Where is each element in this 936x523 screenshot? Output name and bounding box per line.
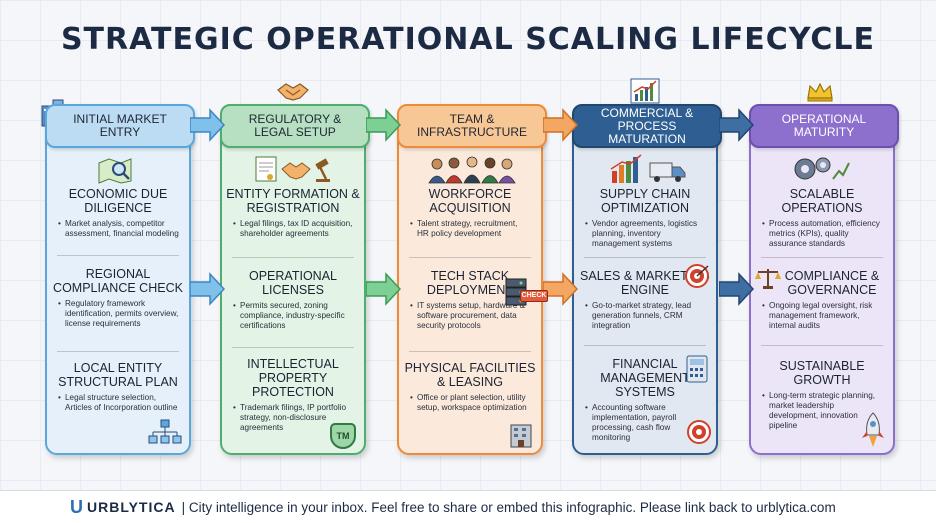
divider <box>409 351 531 352</box>
footer-tagline: | City intelligence in your inbox. Feel … <box>181 499 836 515</box>
calculator-icon <box>686 355 708 383</box>
divider <box>232 347 354 348</box>
handshake-icon <box>277 83 309 101</box>
phase-header-3: Team & Infrastructure <box>397 104 547 148</box>
section-workforce-acquisition: Workforce Acquisition Talent strategy, r… <box>399 187 541 239</box>
section-sustainable-growth: Sustainable Growth Long-term strategic p… <box>751 359 893 431</box>
section-title: Operational Licenses <box>249 269 337 297</box>
section-title: Tech Stack Deployment <box>426 269 514 297</box>
section-tech-stack-deployment: Tech Stack Deployment IT systems setup, … <box>399 269 541 331</box>
section-title: Workforce Acquisition <box>428 187 512 215</box>
phase-header-5: Operational Maturity <box>749 104 899 148</box>
section-description: Talent strategy, recruitment, HR policy … <box>410 219 531 239</box>
section-title: Regional Compliance Check <box>53 267 183 295</box>
rocket-icon <box>862 412 884 447</box>
section-entity-formation: Entity Formation & Registration Legal fi… <box>222 187 364 239</box>
section-economic-due-diligence: Economic Due Diligence Market analysis, … <box>47 187 189 239</box>
flow-arrow <box>543 272 579 306</box>
divider <box>232 257 354 258</box>
divider <box>57 351 179 352</box>
section-description: Go-to-market strategy, lead generation f… <box>585 301 706 331</box>
supply-truck-chart-icon <box>610 154 686 183</box>
section-physical-facilities: Physical Facilities & Leasing Office or … <box>399 361 541 413</box>
trademark-label: TM <box>336 431 350 441</box>
section-compliance-governance: Compliance & Governance Ongoing legal ov… <box>751 269 893 331</box>
team-people-icon <box>428 156 516 184</box>
flow-arrow <box>543 108 579 142</box>
trademark-shield-icon: TM <box>330 423 356 449</box>
divider <box>584 257 706 258</box>
section-title: Compliance & Governance <box>784 269 880 297</box>
section-description: Long-term strategic planning, market lea… <box>762 391 883 431</box>
section-description: Office or plant selection, utility setup… <box>410 393 531 413</box>
office-building-icon <box>510 424 532 448</box>
section-description: Ongoing legal oversight, risk management… <box>762 301 883 331</box>
section-supply-chain: Supply Chain Optimization Vendor agreeme… <box>574 187 716 249</box>
section-scalable-operations: Scalable Operations Process automation, … <box>751 187 893 249</box>
section-regional-compliance-check: Regional Compliance Check Regulatory fra… <box>47 267 189 329</box>
check-tag: CHECK <box>520 290 548 302</box>
certificate-gavel-icon <box>255 156 330 182</box>
org-chart-icon <box>148 419 182 444</box>
target-icon <box>687 420 711 444</box>
phase-column-4: Commercial & Process Maturation Supply C… <box>572 104 722 455</box>
footer: U URBLYTICA | City intelligence in your … <box>0 490 936 523</box>
section-title: Supply Chain Optimization <box>599 187 691 215</box>
phase-header-1: Initial Market Entry <box>45 104 195 148</box>
flow-arrow <box>366 272 402 306</box>
urblytica-logo-icon: U <box>70 496 83 517</box>
section-title: Sales & Marketing Engine <box>580 269 710 297</box>
flow-arrow <box>190 272 226 306</box>
scales-icon <box>755 269 781 289</box>
section-financial-management: Financial Management Systems Accounting … <box>574 357 716 443</box>
section-title: Sustainable Growth <box>779 359 865 387</box>
section-description: Legal filings, tax ID acquisition, share… <box>233 219 354 239</box>
crown-icon <box>807 82 833 102</box>
gears-icon <box>794 157 850 180</box>
divider <box>761 345 883 346</box>
section-description: Process automation, efficiency metrics (… <box>762 219 883 249</box>
section-description: Legal structure selection, Articles of I… <box>58 393 179 413</box>
divider <box>57 255 179 256</box>
flow-arrow <box>190 108 226 142</box>
section-description: Accounting software implementation, payr… <box>585 403 706 443</box>
section-description: Vendor agreements, logistics planning, i… <box>585 219 706 249</box>
flow-arrow <box>719 272 755 306</box>
phase-column-5: Operational Maturity Scalable Operations… <box>749 104 899 455</box>
flow-arrow <box>366 108 402 142</box>
section-description: Trademark filings, IP portfolio strategy… <box>233 403 354 433</box>
section-description: IT systems setup, hardware & software pr… <box>410 301 531 331</box>
divider <box>584 345 706 346</box>
section-title: Intellectual Property Protection <box>247 357 339 399</box>
flow-arrow <box>719 108 755 142</box>
section-description: Market analysis, competitor assessment, … <box>58 219 179 239</box>
target-icon <box>685 264 709 288</box>
phase-column-1: Initial Market Entry Economic Due Dilige… <box>45 104 195 455</box>
phase-header-4: Commercial & Process Maturation <box>572 104 722 148</box>
map-magnifier-icon <box>98 158 132 184</box>
phase-column-2: Regulatory & Legal Setup Entity Formatio… <box>220 104 370 455</box>
section-title: Physical Facilities & Leasing <box>404 361 536 389</box>
section-title: Local Entity Structural Plan <box>58 361 178 389</box>
section-title: Economic Due Diligence <box>68 187 168 215</box>
page-title: STRATEGIC OPERATIONAL SCALING LIFECYCLE <box>60 22 876 57</box>
section-operational-licenses: Operational Licenses Permits secured, zo… <box>222 269 364 331</box>
section-description: Permits secured, zoning compliance, indu… <box>233 301 354 331</box>
check-tag-label: CHECK <box>521 292 547 299</box>
section-title: Scalable Operations <box>781 187 863 215</box>
growth-chart-icon <box>630 78 660 104</box>
section-ip-protection: Intellectual Property Protection Tradema… <box>222 357 364 433</box>
section-local-entity-structural-plan: Local Entity Structural Plan Legal struc… <box>47 361 189 413</box>
divider <box>409 257 531 258</box>
section-description: Regulatory framework identification, per… <box>58 299 179 329</box>
section-title: Financial Management Systems <box>600 357 690 399</box>
section-sales-marketing: Sales & Marketing Engine Go-to-market st… <box>574 269 716 331</box>
divider <box>761 257 883 258</box>
footer-brand: URBLYTICA <box>87 499 176 515</box>
section-title: Entity Formation & Registration <box>226 187 360 215</box>
phase-header-2: Regulatory & Legal Setup <box>220 104 370 148</box>
